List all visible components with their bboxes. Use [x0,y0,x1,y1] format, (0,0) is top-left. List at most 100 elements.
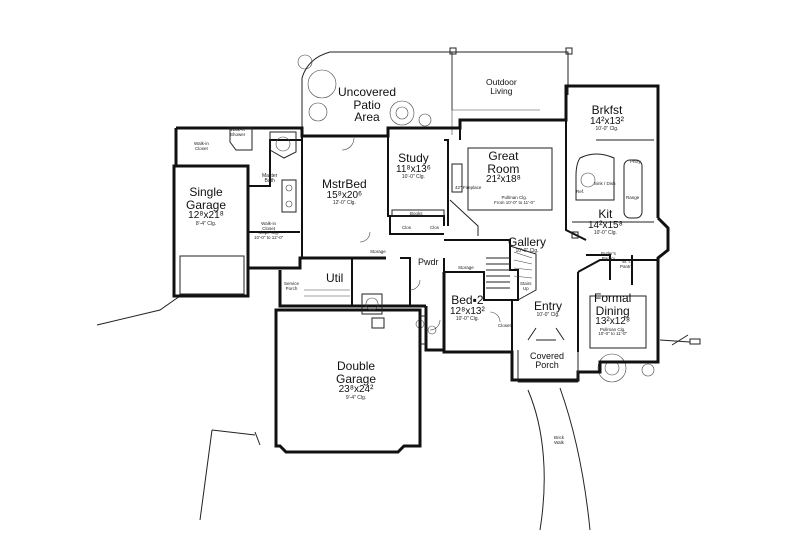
walk-in-shower-line2: Shower [230,131,246,137]
room-label-walk-in-closet-top: Walk-in Closet [194,141,209,151]
bed2-note: 10'-0" Clg. [455,316,479,323]
site-lines [96,295,701,531]
butlers-pantry-line1: Butler's [601,251,616,256]
walk-in-closet-bottom-note1: Slope Clg. [258,230,279,236]
room-label-util: Util [326,271,344,285]
mstr-bed-note: 12'-0" Clg. [332,200,356,207]
landscape-trees [297,54,655,383]
wine-pantry-line2: Pantry [620,263,634,269]
outdoor-living-line1: Outdoor [486,77,517,87]
room-label-entry: Entry 10'-0" Clg. [534,300,562,318]
uncovered-patio-line1: Uncovered [338,85,397,99]
room-label-study: Study 11⁸x13⁶ 10'-0" Clg. [396,152,431,180]
kit-dims: 14²x15⁸ [588,219,623,231]
study-note: 10'-0" Clg. [401,174,425,181]
great-room-dims: 21²x18⁸ [486,174,521,186]
books-label: Books [410,211,423,216]
double-garage-line1: Double [337,359,376,373]
stair-storage-label: Storage [458,265,474,270]
kit-note: 10'-0" Clg. [593,230,617,237]
formal-dining-note1: Pullman Clg. [599,326,626,332]
uncovered-patio-line3: Area [354,110,380,125]
gallery-note: 10'-0" Clg. [515,247,539,254]
brkfst-dims: 14²x13² [590,115,624,127]
bed2-dims: 12⁸x13² [450,305,485,317]
room-label-outdoor-living: Outdoor Living [486,78,517,96]
butlers-pantry-line2: Pantry [601,255,615,261]
study-dims: 11⁸x13⁶ [396,163,431,175]
master-bath-line2: Bath [264,178,275,185]
formal-dining-note2: 10'-0" to 11'-0" [598,331,628,337]
patio-outline [301,47,573,135]
pantry-label: Pntry [630,159,641,164]
stairs-up-label: Stairs Up [520,281,532,291]
great-room-ceiling-note: Pullman Clg. From 10'-0" to 11'-0" [494,195,535,205]
room-label-walk-in-shower: Walk-in Shower [230,127,246,137]
formal-dining-dims: 13²x12⁸ [595,316,631,328]
brick-walk-line1: Brick [554,435,564,440]
room-label-formal-dining: Formal Dining 13²x12⁸ Pullman Clg. 10'-0… [594,292,631,337]
master-bath-line1: Master [262,173,278,179]
walk-in-closet-bottom-line1: Walk-in [261,221,277,226]
fixtures [229,127,654,349]
single-garage-line1: Single [189,185,223,199]
room-label-kit: Kit 14²x15⁸ 10'-0" Clg. [588,208,623,236]
great-room-line2: Room [487,161,520,176]
service-porch-line1: Service [284,281,300,286]
room-label-gallery: Gallery 10'-0" Clg. [508,236,546,254]
outdoor-living-line2: Living [490,85,513,96]
wine-pantry-line1: W. I. [622,259,631,264]
bed2-name: Bed▪2 [451,293,484,307]
room-label-double-garage: Double Garage 23⁸x24² 9'-4" Clg. [336,360,376,401]
double-garage-dims: 23⁸x24² [338,384,374,396]
study-name: Study [398,151,429,165]
walk-in-closet-top-line1: Walk-in [194,141,209,146]
room-label-pwdr: Pwdr [418,257,439,267]
gallery-name: Gallery [508,235,547,249]
room-label-service-porch: Service Porch [284,281,300,291]
bed2-closet-label: Closet [498,323,511,328]
clos-b-label: Clos [430,225,440,230]
mstr-bed-dims: 15⁸x20⁶ [326,189,363,201]
single-garage-line2: Garage [186,197,227,212]
covered-porch-line1: Covered [530,351,565,361]
walk-in-shower-line1: Walk-in [230,127,246,132]
exterior-walls [172,84,670,454]
room-label-uncovered-patio: Uncovered Patio Area [338,86,396,124]
stairs-up-line2: Up [522,285,529,291]
stairs-up-line1: Stairs [520,281,532,286]
double-garage-note: 9'-4" Clg. [345,394,367,401]
walk-in-closet-bottom-note2: 10'-0" to 12'-0" [254,235,284,241]
formal-dining-line2: Dining [595,303,630,318]
range-label: Range [626,195,640,200]
room-label-single-garage: Single Garage 12⁸x21⁸ 8'-4" Clg. [186,186,226,227]
single-garage-note: 8'-4" Clg. [195,220,217,227]
room-label-covered-porch: Covered Porch [530,351,565,371]
single-garage-dims: 12⁸x21⁸ [188,210,224,222]
room-label-walk-in-closet-bottom: Walk-in Closet Slope Clg. 10'-0" to 12'-… [254,221,284,241]
uncovered-patio-line2: Patio [353,97,381,112]
room-label-wine-pantry: W. I. Pantry [620,259,634,269]
brkfst-note: 10'-0" Clg. [595,126,619,133]
double-garage-line2: Garage [336,371,377,386]
room-label-master-bath: Master Bath [262,173,278,185]
brkfst-name: Brkfst [591,103,623,117]
walk-in-closet-bottom-line2: Closet [262,225,275,231]
brick-walk-label: Brick Walk [554,435,564,445]
formal-dining-line1: Formal [594,291,632,305]
covered-porch-line2: Porch [535,360,559,371]
entry-note: 10'-0" Clg. [536,311,560,318]
sink-dish-label: Sink / Dish [594,181,616,186]
room-label-bed2: Bed▪2 12⁸x13² 10'-0" Clg. [450,294,485,322]
entry-name: Entry [534,299,563,313]
fireplace-label: 42" Fireplace [455,185,482,190]
room-label-butlers-pantry: Butler's Pantry [601,251,616,261]
room-label-great-room: Great Room 21²x18⁸ [486,150,521,186]
room-label-mstr-bed: MstrBed 15⁸x20⁶ 12'-0" Clg. [322,178,367,206]
util-storage-label: Storage [370,249,386,254]
kit-name: Kit [598,207,613,221]
great-room-note2: From 10'-0" to 11'-0" [494,199,535,205]
great-room-note1: Pullman Clg. [501,195,528,200]
mstr-bed-name: MstrBed [322,177,367,191]
